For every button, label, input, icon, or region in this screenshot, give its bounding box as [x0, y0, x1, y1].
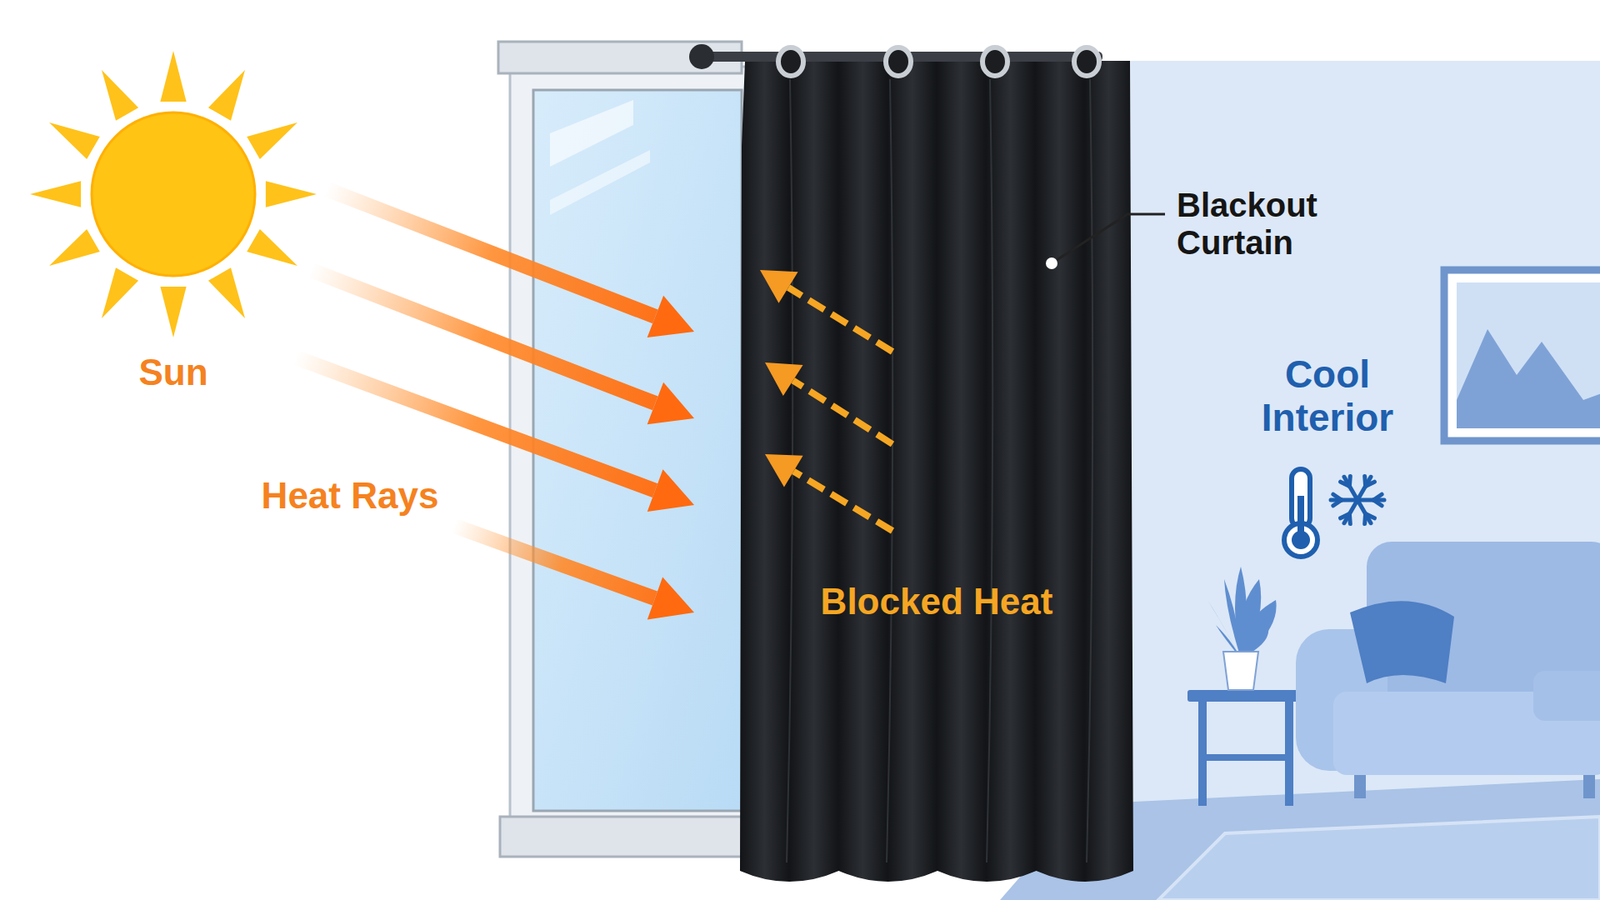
heat-ray-shaft [295, 357, 655, 491]
thermometer-fill [1291, 530, 1310, 550]
window-bottom-sill [500, 816, 750, 857]
picture-mountains [1456, 329, 1600, 429]
heat-ray-head [647, 382, 695, 425]
curtain-shape [740, 45, 1135, 888]
sun-ray [208, 267, 245, 319]
sun-ray [101, 267, 139, 319]
blocked-heat-arrow-shaft [793, 380, 893, 445]
window-top-sill [498, 41, 742, 74]
sun-node: Sun [48, 50, 299, 400]
sun-ray [101, 70, 139, 121]
blocked-heat-arrow-head [765, 362, 804, 396]
table-shelf [1198, 754, 1294, 761]
curtain-fold-line [786, 79, 793, 863]
heat-ray-head [647, 295, 695, 338]
blocked-heat-arrow-head [765, 454, 804, 487]
snowflake-arm [1330, 498, 1358, 503]
picture-frame [1444, 270, 1600, 441]
curtain-fold-line [1086, 79, 1093, 863]
sofa-pillow [1350, 600, 1455, 684]
heat-ray-shaft [454, 525, 655, 599]
leader-line [1051, 214, 1165, 264]
snowflake-arm [1344, 500, 1358, 524]
snowflake-arm [1357, 476, 1371, 500]
picture-sky [1456, 282, 1600, 429]
curtain-grommet [885, 47, 911, 76]
snowflake-arm [1344, 476, 1358, 500]
sofa-foot [1354, 775, 1366, 799]
sun-ray [49, 229, 100, 266]
sun-shape [48, 50, 299, 400]
sofa-cushion [1533, 670, 1600, 721]
snowflake-branch [1373, 500, 1382, 506]
thermometer-icon [1284, 469, 1318, 557]
snowflake-arm [1357, 500, 1371, 524]
cool-interior-label: Cool Interior [1231, 353, 1424, 440]
blocked-heat-arrow-head [760, 270, 799, 304]
sun-disc [91, 112, 255, 276]
sofa-foot [1583, 775, 1595, 799]
snowflake-branch [1347, 475, 1353, 486]
curtain-fold-line [886, 79, 893, 863]
snowflake-branch [1340, 514, 1350, 519]
snowflake-arm [1357, 498, 1385, 503]
sun-ray [265, 180, 317, 207]
rod-finial [689, 44, 715, 70]
glass-glare [550, 150, 650, 215]
floor-rug [1158, 816, 1600, 900]
curtain-node: Blocked Heat [740, 45, 1135, 888]
curtain-fabric [740, 60, 1134, 882]
callout-label: Blackout Curtain [1176, 186, 1385, 262]
sun-ray [30, 180, 81, 207]
table-top [1187, 690, 1305, 702]
curtain-grommet [982, 47, 1008, 76]
plant-pot [1223, 651, 1259, 690]
heat-rays [295, 189, 695, 620]
heat-rays-label: Heat Rays [225, 475, 475, 516]
sun-ray [160, 286, 186, 338]
heat-ray-head [647, 469, 695, 512]
heat-ray-head [647, 577, 695, 620]
potted-plant [1207, 566, 1277, 690]
plant-leaf [1240, 600, 1276, 659]
snowflake-branch [1333, 494, 1342, 500]
sofa [1295, 541, 1600, 799]
sun-ray [160, 50, 186, 102]
sun-ray [246, 229, 298, 266]
sun-ray [246, 122, 298, 160]
curtain-rod [694, 51, 1103, 62]
snowflake-icon [1330, 475, 1385, 524]
side-table [1187, 690, 1305, 806]
blocked-heat-arrow-shaft [793, 471, 893, 531]
curtain-grommet [778, 47, 804, 76]
curtain-fold-line [986, 79, 993, 863]
snowflake-branch [1362, 514, 1368, 525]
blocked-heat-label: Blocked Heat [820, 580, 1054, 622]
table-leg [1285, 701, 1294, 806]
curtain-grommet [1074, 47, 1100, 76]
leader-dot [1045, 257, 1058, 270]
sun-label: Sun [48, 351, 299, 393]
table-leg [1198, 701, 1207, 806]
sun-ray [208, 70, 245, 121]
blocked-heat-arrow-shaft [788, 287, 893, 352]
snowflake-branch [1365, 481, 1375, 486]
sun-ray [49, 122, 100, 160]
glass-glare [550, 100, 634, 167]
